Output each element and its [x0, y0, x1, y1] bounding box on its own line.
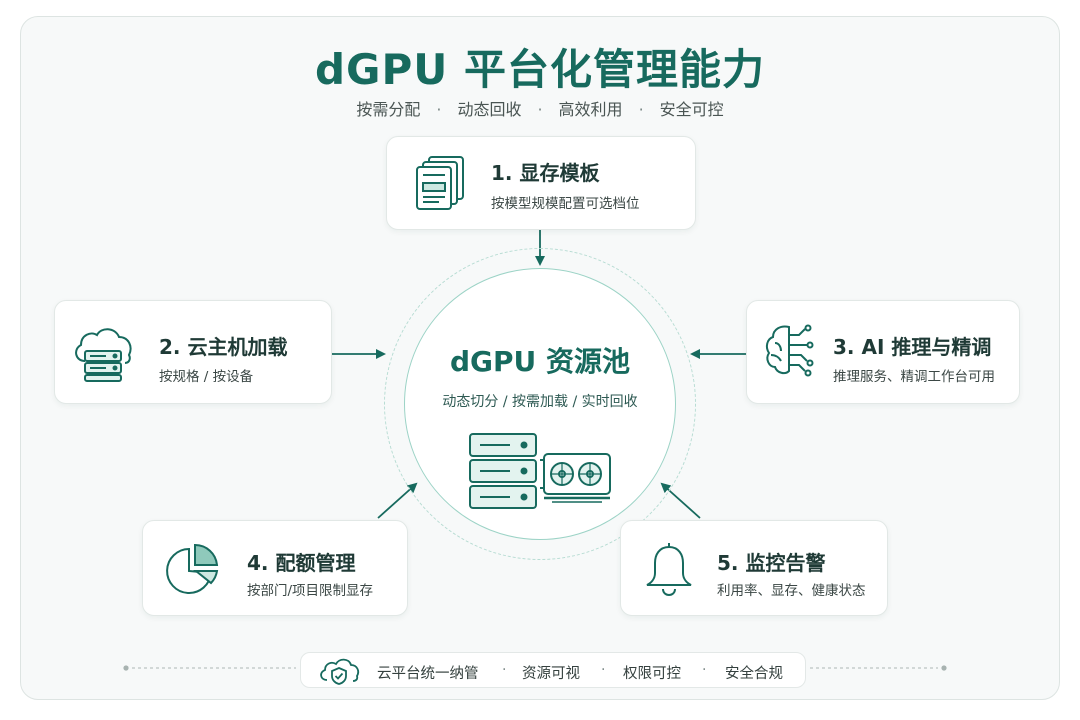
bell-icon — [646, 543, 692, 597]
tagline: 按需分配·动态回收·高效利用·安全可控 — [356, 100, 724, 119]
pool-description: 动态切分 / 按需加载 / 实时回收 — [442, 394, 638, 410]
cloud-server-icon — [75, 328, 132, 382]
card-title: 4. 配额管理 — [247, 551, 356, 575]
footer-item-compliance: 安全合规 — [725, 666, 783, 682]
tag-on-demand: 按需分配 — [356, 100, 421, 119]
card-title: 5. 监控告警 — [717, 551, 826, 575]
card-ai-inference-finetune[interactable]: 3. AI 推理与精调 推理服务、精调工作台可用 — [746, 300, 1020, 404]
pie-chart-icon — [166, 543, 219, 594]
tag-efficient-use: 高效利用 — [558, 100, 623, 119]
card-title: 2. 云主机加载 — [159, 335, 288, 359]
dgpu-pool-circle — [404, 268, 676, 540]
pool-outer-ring — [384, 248, 696, 560]
card-cloud-host-load[interactable]: 2. 云主机加载 按规格 / 按设备 — [54, 300, 332, 404]
ai-brain-icon — [765, 324, 814, 377]
card-vram-template[interactable]: 1. 显存模板 按模型规模配置可选档位 — [386, 136, 696, 230]
footer-item-permission-control: 权限可控 — [623, 666, 681, 682]
footer-item-unified-management: 云平台统一纳管 — [377, 666, 479, 682]
cloud-shield-icon — [320, 658, 360, 685]
gpu-server-icon — [469, 433, 611, 509]
footer-item-resource-visibility: 资源可视 — [522, 666, 580, 682]
card-monitoring-alerts[interactable]: 5. 监控告警 利用率、显存、健康状态 — [620, 520, 888, 616]
card-description: 按模型规模配置可选档位 — [491, 196, 640, 212]
card-title: 3. AI 推理与精调 — [833, 335, 992, 359]
footer-bar: 云平台统一纳管 · 资源可视 · 权限可控 · 安全合规 — [300, 652, 806, 688]
page-title: dGPU 平台化管理能力 — [314, 45, 766, 94]
tag-secure-control: 安全可控 — [659, 100, 724, 119]
card-quota-management[interactable]: 4. 配额管理 按部门/项目限制显存 — [142, 520, 408, 616]
card-description: 利用率、显存、健康状态 — [717, 583, 866, 599]
card-title: 1. 显存模板 — [491, 161, 600, 185]
pool-title: dGPU 资源池 — [449, 345, 631, 378]
card-description: 按部门/项目限制显存 — [247, 583, 374, 599]
tag-dynamic-reclaim: 动态回收 — [457, 100, 522, 119]
card-description: 按规格 / 按设备 — [159, 369, 254, 385]
stacked-documents-icon — [416, 156, 464, 210]
card-description: 推理服务、精调工作台可用 — [833, 369, 995, 385]
